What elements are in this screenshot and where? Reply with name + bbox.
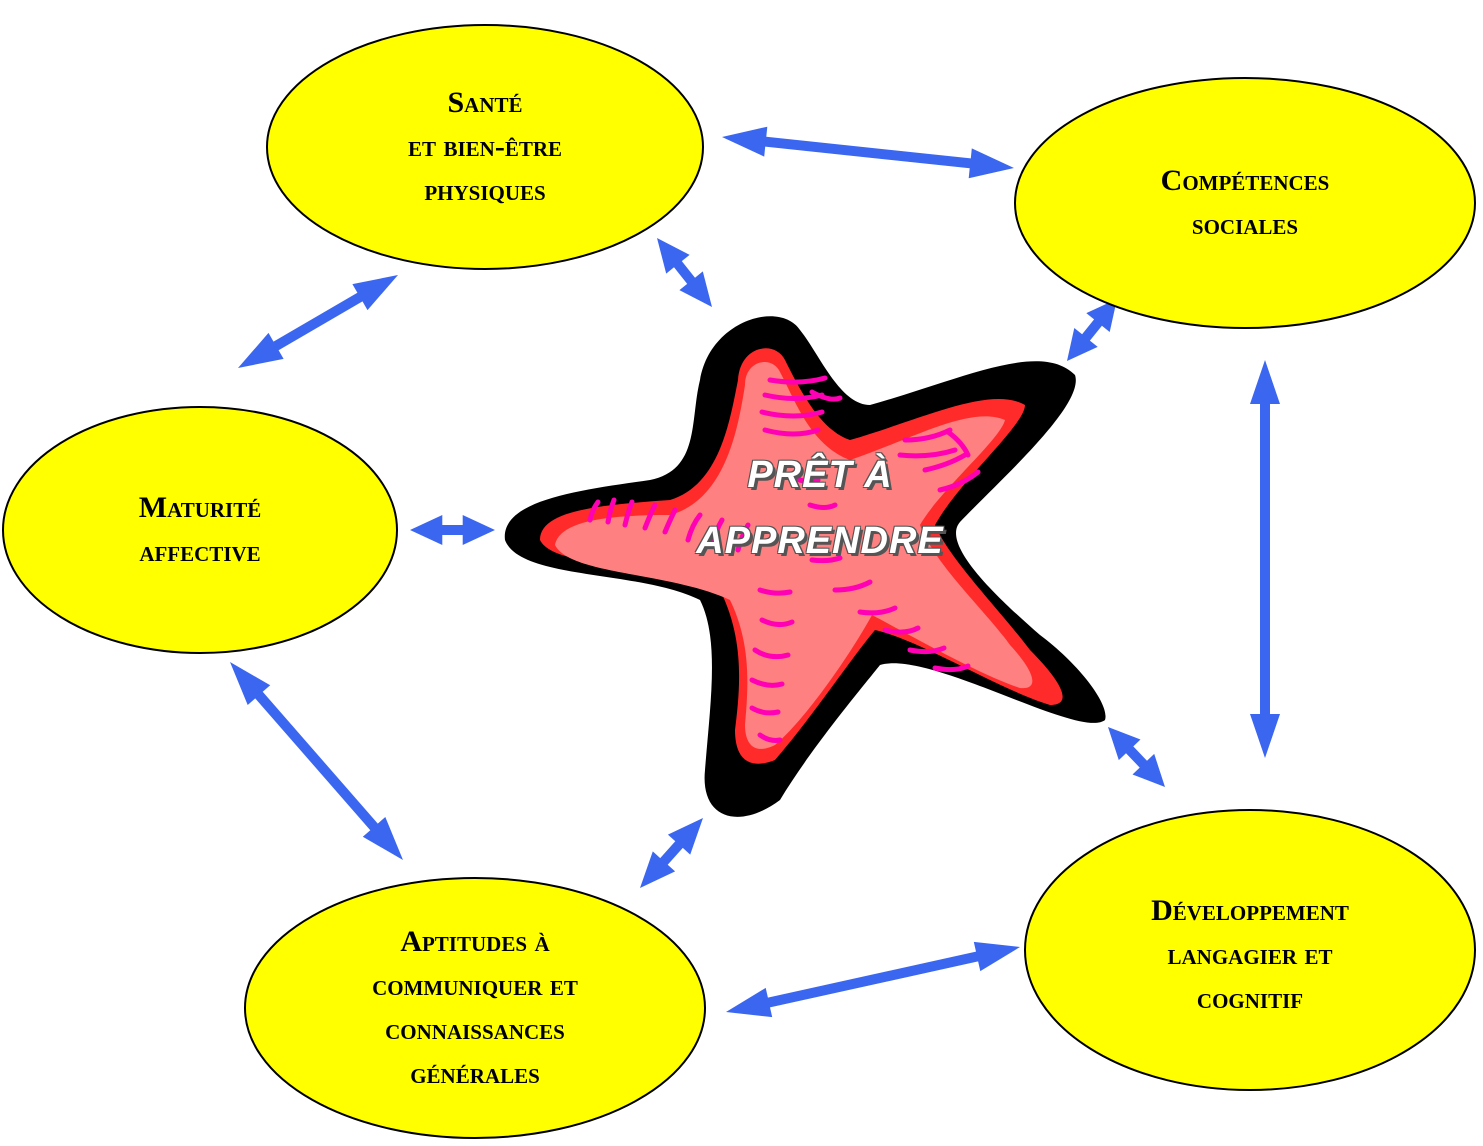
ellipse-competences — [1014, 77, 1476, 329]
star-mark — [749, 705, 781, 716]
arrow-sante-competences — [722, 126, 1014, 179]
star-mark — [937, 469, 981, 493]
star-mark — [932, 663, 971, 673]
star-mark — [622, 499, 635, 528]
ellipse-developpement — [1024, 809, 1476, 1091]
star-mark — [787, 472, 821, 485]
star-pink-body — [555, 362, 1033, 749]
star-mark — [757, 732, 783, 743]
star-mark — [832, 579, 873, 593]
arrow-competences-center — [1067, 299, 1117, 361]
star-mark — [882, 625, 921, 635]
star-mark — [642, 502, 658, 531]
arrow-aptitudes-developpement — [726, 941, 1020, 1018]
star-mark — [685, 512, 703, 543]
arrow-maturite-center — [410, 515, 495, 545]
star-mark — [809, 555, 843, 564]
star-mark — [767, 375, 828, 385]
star-mark — [709, 517, 725, 548]
star-mark — [662, 507, 678, 535]
star-mark — [735, 522, 751, 553]
ellipses-layer — [2, 24, 1476, 1139]
star-mark — [857, 605, 898, 616]
arrow-sante-maturite — [238, 275, 398, 368]
star-mark — [945, 429, 971, 458]
arrow-developpement-center — [1108, 727, 1165, 787]
star-mark — [605, 497, 617, 525]
star-mark — [762, 427, 821, 437]
ellipse-aptitudes — [244, 877, 706, 1139]
star-mark — [807, 502, 838, 510]
arrow-maturite-aptitudes — [230, 662, 403, 860]
star-mark — [907, 645, 947, 655]
star-mark — [922, 452, 968, 473]
star-mark — [749, 677, 785, 688]
star-mark — [759, 409, 825, 419]
star-mark — [752, 647, 791, 660]
arrows-layer — [230, 126, 1280, 1018]
starfish-icon — [504, 316, 1106, 817]
star-mark — [587, 499, 601, 523]
arrow-sante-center — [657, 238, 712, 307]
star-mark — [809, 389, 843, 402]
star-marks — [587, 375, 981, 743]
ellipse-sante — [266, 24, 704, 270]
star-mark — [897, 447, 958, 459]
arrow-aptitudes-center — [640, 818, 703, 888]
star-mark — [759, 617, 795, 628]
arrow-competences-developpement — [1250, 360, 1280, 758]
ellipse-maturite — [2, 406, 398, 654]
star-mark — [757, 587, 793, 596]
